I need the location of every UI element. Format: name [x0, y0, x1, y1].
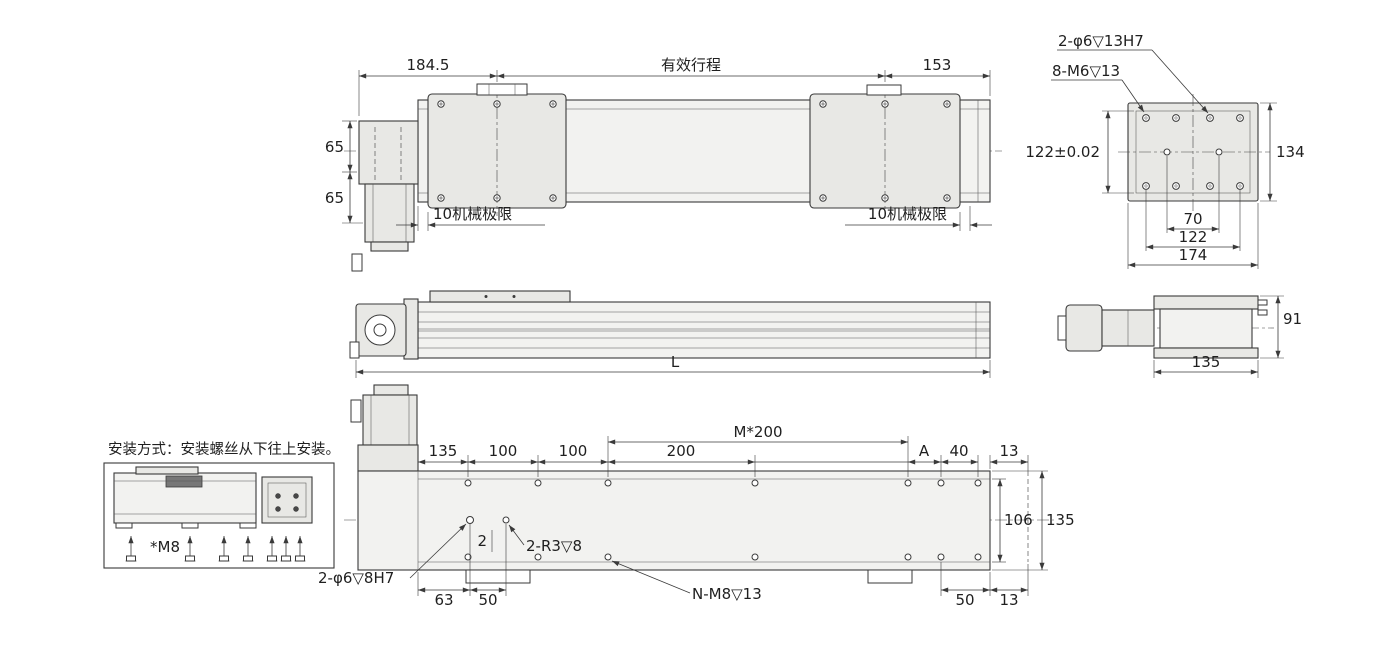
- dim-A: A: [919, 442, 930, 460]
- dim-135-chain: 135: [429, 442, 458, 460]
- install-end-view: [261, 476, 313, 524]
- dim-50-right: 50: [955, 591, 974, 609]
- top-plan-view: 184.5 有效行程 153 65 65 10机械极限: [325, 56, 1002, 272]
- end-view: 91 135: [1057, 295, 1302, 378]
- mounting-screw: [281, 536, 292, 561]
- label-dowel-bottom: 2-φ6▽8H7: [318, 569, 394, 587]
- install-screws: *M8: [126, 536, 306, 561]
- mech-limit-left: 10机械极限: [396, 205, 545, 231]
- dowel-hole-bottom: [466, 516, 474, 524]
- motor-connector-side: [349, 341, 360, 359]
- dim-2: 2: [477, 532, 487, 550]
- bottom-view: 135 100 100 200 M*200 A 40 13 106 135 2 …: [318, 384, 1075, 609]
- carriage-left: [427, 83, 567, 216]
- bottom-callouts: 2 2-R3▽8 2-φ6▽8H7 N-M8▽13 63 50 50 13: [318, 523, 1029, 609]
- dim-100-b: 100: [559, 442, 588, 460]
- dim-135-right: 135: [1046, 511, 1075, 529]
- bottom-top-chain-dimensions: 135 100 100 200 M*200 A 40 13: [417, 423, 1029, 477]
- mech-limit-right: 10机械极限: [845, 205, 992, 231]
- dowel-hole: [1215, 148, 1223, 156]
- bottom-right-dimensions: 106 135: [992, 470, 1075, 571]
- mounting-screw: [185, 536, 196, 561]
- dim-65-upper: 65: [325, 138, 344, 156]
- label-r3-slot: 2-R3▽8: [526, 537, 582, 555]
- motor-side: [349, 298, 419, 360]
- dim-106: 106: [1004, 511, 1033, 529]
- dim-13-bottom: 13: [999, 591, 1018, 609]
- mounting-screw: [243, 536, 254, 561]
- dim-L: L: [671, 353, 680, 371]
- label-m8-screw: *M8: [150, 538, 180, 556]
- carriage-right: [809, 84, 961, 216]
- rail-body-bottom: [357, 470, 1029, 584]
- installation-detail: 安装方式：安装螺丝从下往上安装。: [103, 441, 340, 569]
- sensor-bracket-left: [465, 569, 531, 584]
- label-mech-limit-left: 10机械极限: [433, 205, 512, 223]
- dim-65-lower: 65: [325, 189, 344, 207]
- dim-122-tol: 122±0.02: [1025, 143, 1100, 161]
- length-dimension: L: [355, 353, 991, 378]
- carriage-dimensions: 122±0.02 134 70 122 174: [1025, 102, 1305, 269]
- carriage-detail-view: 2-φ6▽13H7 8-M6▽13 122±0.02 134 70 122: [1025, 32, 1305, 269]
- carriage-hole-callouts: 2-φ6▽13H7 8-M6▽13: [1051, 32, 1209, 114]
- dim-200: 200: [667, 442, 696, 460]
- motor-end: [1065, 304, 1103, 352]
- top-dimensions: 184.5 有效行程 153: [358, 56, 991, 116]
- label-mech-limit-right: 10机械极限: [868, 205, 947, 223]
- side-elevation-view: L: [349, 290, 991, 378]
- body-section: [1159, 308, 1253, 349]
- dim-153: 153: [923, 56, 952, 74]
- carriage-side: [429, 290, 571, 303]
- end-view-dimensions: 91 135: [1153, 295, 1302, 378]
- dim-134: 134: [1276, 143, 1305, 161]
- rail-body-side: [417, 301, 991, 359]
- install-front-view: [113, 466, 257, 529]
- mounting-screw: [219, 536, 230, 561]
- sensor-dog-right: [866, 84, 902, 96]
- top-plate-section: [1153, 295, 1259, 310]
- dim-100-a: 100: [489, 442, 518, 460]
- dowel-hole: [1163, 148, 1171, 156]
- motor-width-dimensions: 65 65: [325, 120, 363, 224]
- dim-m200: M*200: [733, 423, 782, 441]
- dim-184-5: 184.5: [407, 56, 450, 74]
- dim-70: 70: [1183, 210, 1202, 228]
- motor-connector-bottom: [350, 399, 362, 423]
- mounting-screw: [126, 536, 137, 561]
- sensor-bracket-right: [867, 569, 913, 584]
- label-thread-holes: 8-M6▽13: [1052, 62, 1120, 80]
- label-effective-stroke: 有效行程: [661, 56, 721, 74]
- installation-box: [103, 462, 335, 569]
- dim-40: 40: [949, 442, 968, 460]
- dim-13-top: 13: [999, 442, 1018, 460]
- base-section: [1153, 347, 1259, 359]
- mounting-screw: [295, 536, 306, 561]
- motor-assembly-top: [351, 120, 419, 272]
- mounting-screw: [267, 536, 278, 561]
- dim-122: 122: [1179, 228, 1208, 246]
- motor-connector: [351, 253, 363, 272]
- motor-bottom: [350, 384, 419, 472]
- dim-174: 174: [1179, 246, 1208, 264]
- dim-91: 91: [1283, 310, 1302, 328]
- dim-50-left: 50: [478, 591, 497, 609]
- dim-63: 63: [434, 591, 453, 609]
- slot-hole-bottom: [502, 516, 510, 524]
- dim-135-end: 135: [1192, 353, 1221, 371]
- installation-note: 安装方式：安装螺丝从下往上安装。: [108, 441, 340, 458]
- sensor-dog-left: [476, 83, 528, 96]
- label-dowel-holes: 2-φ6▽13H7: [1058, 32, 1144, 50]
- label-n-m8: N-M8▽13: [692, 585, 762, 603]
